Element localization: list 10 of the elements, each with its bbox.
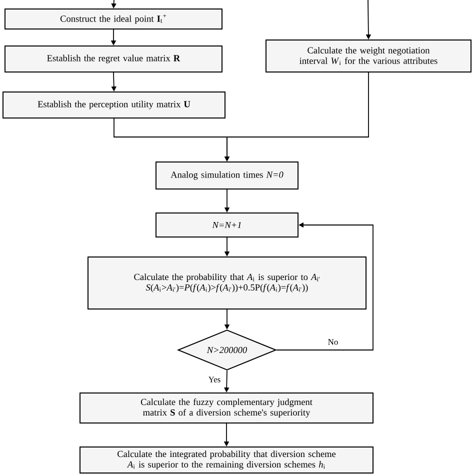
process-box: Establish the regret value matrix R	[4, 46, 222, 72]
process-box: Calculate the probability that A$_{i}$ is superior to A$_{i'}$ S(A$_{i}$>A$_{i'}$)=P(f(A$_{i}$)>f(A$_{i'}$))+0.5P(f(A$_{i}$)=f(A$_{i'}$))	[88, 256, 366, 310]
process-box: Calculate the integrated probability that diversion scheme A$_{i}$ is superior to the remaining diversion schemes h$_{i}$	[80, 446, 374, 474]
process-box: Calculate the fuzzy complementary judgment matrix S of a diversion scheme's superiority	[80, 392, 374, 424]
process-box: Analog simulation times N=0	[156, 162, 298, 190]
process-box: Establish the perception utility matrix U	[2, 92, 226, 118]
edge-label: Yes	[207, 376, 222, 384]
process-box: Calculate the weight negotiation interval W$_{i}$ for the various attributes	[266, 40, 472, 72]
process-box: N=N+1	[156, 212, 298, 238]
edge-label: No	[326, 338, 340, 346]
